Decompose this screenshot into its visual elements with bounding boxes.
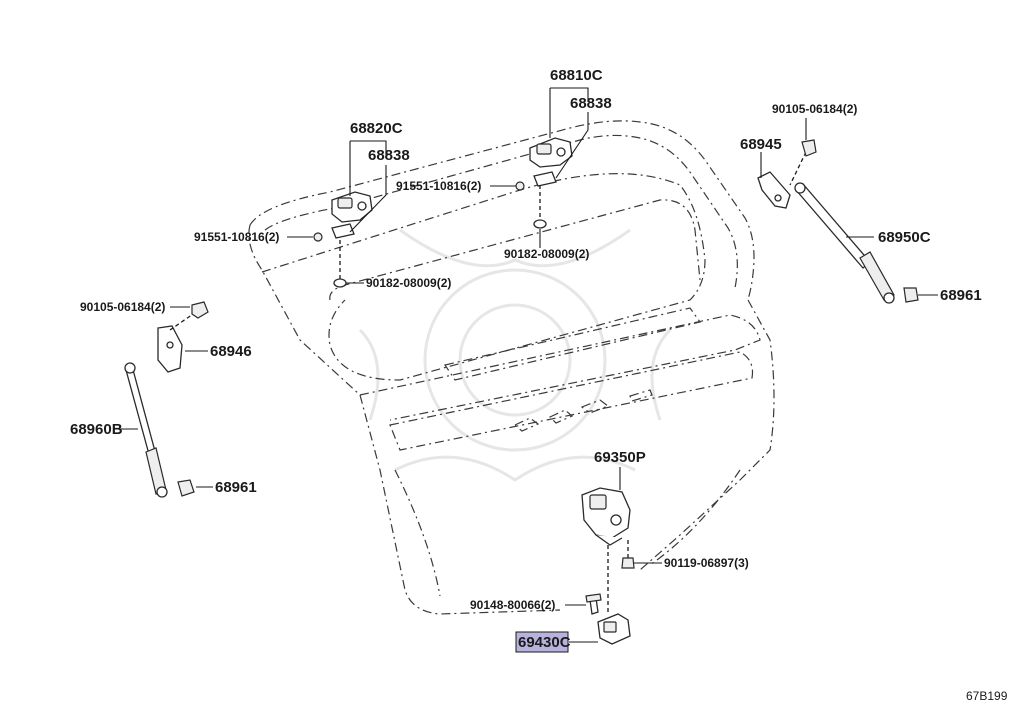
washer-90182-right	[533, 185, 547, 229]
diagram-ref-code: 67B199	[966, 689, 1008, 703]
label-90182-right[interactable]: 90182-08009(2)	[504, 247, 589, 261]
label-68838-right[interactable]: 68838	[570, 95, 612, 112]
label-68945[interactable]: 68945	[740, 136, 782, 153]
label-90105-left[interactable]: 90105-06184(2)	[80, 300, 165, 314]
lock-69350p	[581, 487, 635, 569]
hinge-right-68810c	[529, 137, 573, 187]
leader-lines	[116, 87, 938, 643]
hinge-left-68820c	[331, 191, 373, 239]
label-68950c[interactable]: 68950C	[878, 229, 931, 246]
label-69430c[interactable]: 69430C	[518, 634, 571, 651]
strut-68950c	[794, 182, 919, 304]
label-91551-right[interactable]: 91551-10816(2)	[396, 179, 481, 193]
bracket-68946	[157, 301, 209, 373]
highlight-box-69430c	[515, 631, 569, 653]
bracket-68945	[757, 139, 817, 209]
label-68961-left[interactable]: 68961	[215, 479, 257, 496]
label-68946[interactable]: 68946	[210, 343, 252, 360]
label-68810c[interactable]: 68810C	[550, 67, 603, 84]
label-90119[interactable]: 90119-06897(3)	[664, 556, 749, 570]
washer-90182-left	[333, 240, 347, 288]
label-90105-right[interactable]: 90105-06184(2)	[772, 102, 857, 116]
watermark-emblem	[358, 228, 672, 482]
label-68961-right[interactable]: 68961	[940, 287, 982, 304]
tailgate-body	[248, 120, 775, 615]
label-68838-left[interactable]: 68838	[368, 147, 410, 164]
label-69350p[interactable]: 69350P	[594, 449, 646, 466]
bolt-91551-right	[515, 181, 525, 191]
label-68820c[interactable]: 68820C	[350, 120, 403, 137]
switch-69430c	[585, 545, 631, 645]
bolt-91551-left	[313, 232, 323, 242]
label-91551-left[interactable]: 91551-10816(2)	[194, 230, 279, 244]
label-90148[interactable]: 90148-80066(2)	[470, 598, 555, 612]
strut-68960b	[124, 362, 195, 498]
label-90182-left[interactable]: 90182-08009(2)	[366, 276, 451, 290]
label-68960b[interactable]: 68960B	[70, 421, 123, 438]
